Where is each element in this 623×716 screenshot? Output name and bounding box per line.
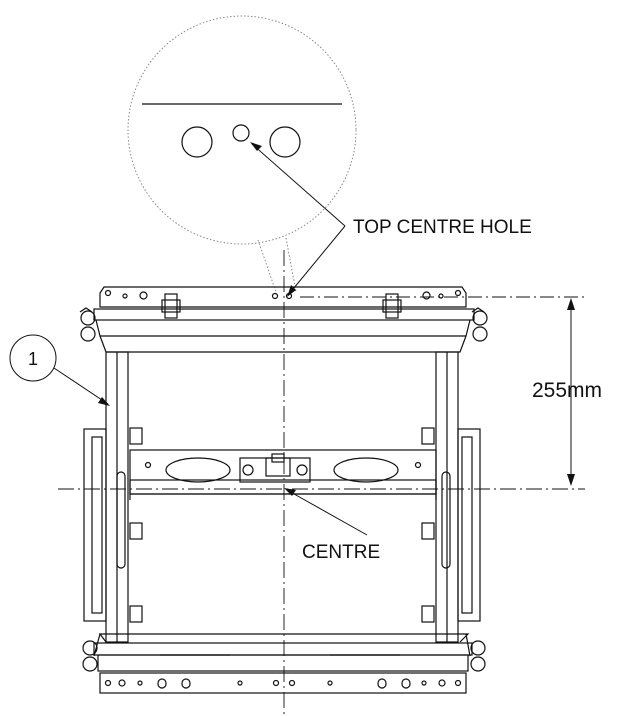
side-brackets [83, 427, 481, 623]
detail-right-hole [269, 126, 301, 158]
top-rail [79, 307, 488, 353]
item-balloon [9, 334, 57, 382]
bottom-rail [82, 633, 486, 672]
frame-assembly [79, 286, 488, 694]
cross-bar [129, 449, 437, 500]
centre-leader [286, 489, 368, 536]
centre-label: CENTRE [302, 542, 380, 563]
detail-projection-left [257, 239, 277, 293]
bottom-mounting-plate [99, 672, 467, 694]
dim-arrow-top [567, 298, 575, 310]
uprights [105, 351, 459, 643]
centre-lines [58, 250, 585, 716]
detail-view [127, 15, 357, 293]
item-arrowhead [98, 397, 110, 406]
detail-projection-right [285, 237, 297, 293]
leader-top-hole-part [288, 225, 346, 295]
detail-circle [127, 15, 357, 245]
top-mounting-plate [99, 286, 467, 319]
top-centre-hole-label: TOP CENTRE HOLE [353, 217, 532, 238]
annotations: TOP CENTRE HOLE 1 CENTRE 255mm [9, 142, 602, 563]
dim-arrow-bottom [567, 474, 575, 486]
arrowhead-detail [250, 142, 262, 151]
item-number: 1 [28, 349, 38, 369]
item-leader [53, 367, 109, 405]
detail-centre-hole [232, 124, 250, 142]
dimension-label: 255mm [532, 379, 602, 402]
detail-left-hole [181, 126, 213, 158]
leader-top-hole-detail [251, 143, 346, 227]
